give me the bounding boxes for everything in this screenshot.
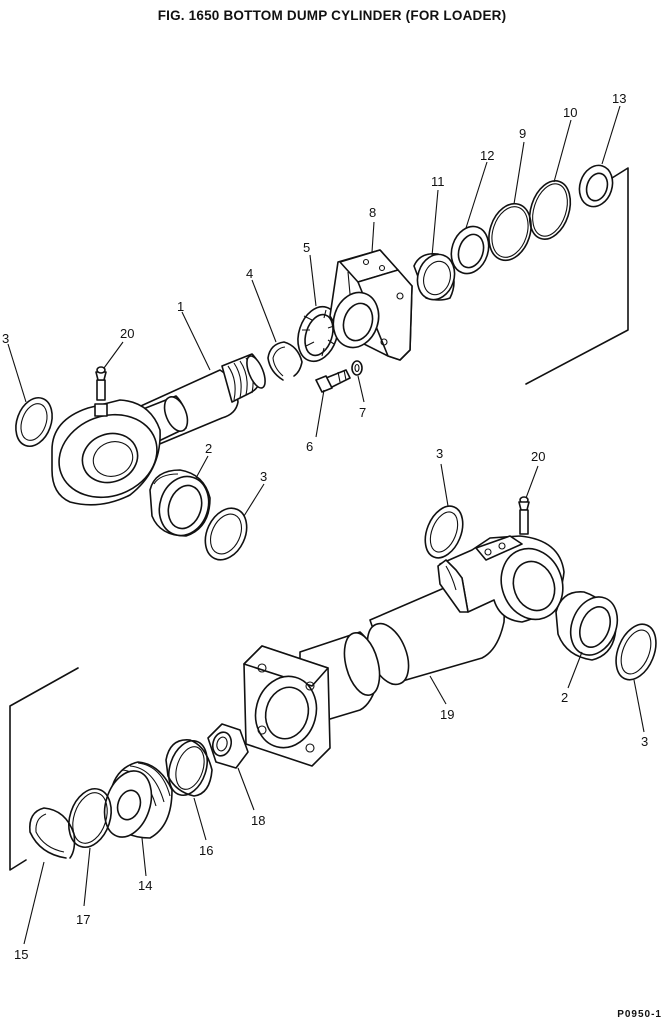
figure-title: FIG. 1650 BOTTOM DUMP CYLINDER (FOR LOAD… — [157, 8, 507, 23]
part-15-snap-ring[interactable] — [28, 807, 76, 859]
part-19-tube-flange-section[interactable] — [243, 629, 386, 767]
part-8-cylinder-head[interactable] — [326, 249, 413, 361]
part-20-grease-fitting-lower[interactable] — [518, 496, 530, 535]
callout-4: 4 — [246, 266, 253, 281]
part-4-snap-ring[interactable] — [267, 341, 303, 381]
part-16-wear-ring[interactable] — [162, 736, 214, 800]
callout-18: 18 — [251, 813, 265, 828]
callout-15: 15 — [14, 947, 28, 962]
callout-11: 11 — [431, 174, 445, 189]
assembly-bracket-upper — [525, 167, 629, 385]
callout-8: 8 — [369, 205, 376, 220]
callout-16: 16 — [199, 843, 213, 858]
part-3-ring-lower-top[interactable] — [418, 501, 470, 564]
part-12-rod-seal[interactable] — [445, 222, 494, 279]
part-10-backup-ring[interactable] — [523, 176, 578, 245]
part-19-cylinder-tube[interactable] — [359, 535, 572, 690]
part-1-piston-rod[interactable] — [47, 353, 269, 511]
part-6-bolt[interactable] — [315, 369, 351, 393]
part-5-bearing[interactable] — [291, 301, 344, 366]
part-11-sleeve[interactable] — [412, 250, 460, 305]
part-14-piston[interactable] — [97, 761, 173, 843]
part-20-grease-fitting-upper[interactable] — [95, 366, 107, 401]
callout-3-lower-right: 3 — [641, 734, 648, 749]
callout-3-upper-left: 3 — [2, 331, 9, 346]
part-2-bushing-lower[interactable] — [555, 590, 626, 662]
callout-2-upper: 2 — [205, 441, 212, 456]
callout-17: 17 — [76, 912, 90, 927]
assembly-bracket-lower — [9, 667, 79, 871]
callout-9: 9 — [519, 126, 526, 141]
callout-14: 14 — [138, 878, 152, 893]
callout-20-lower: 20 — [531, 449, 545, 464]
callout-1: 1 — [177, 299, 184, 314]
callout-6: 6 — [306, 439, 313, 454]
callout-2-lower: 2 — [561, 690, 568, 705]
callout-13: 13 — [612, 91, 626, 106]
part-3-ring-upper-mid[interactable] — [197, 501, 254, 566]
part-17-piston-ring[interactable] — [62, 783, 119, 852]
callout-3-upper-mid: 3 — [260, 469, 267, 484]
part-7-washer[interactable] — [351, 360, 363, 376]
callout-20-upper: 20 — [120, 326, 134, 341]
callout-12: 12 — [480, 148, 494, 163]
leader-lines — [7, 105, 645, 945]
part-18-nut[interactable] — [207, 723, 249, 769]
callout-3-lower-top: 3 — [436, 446, 443, 461]
figure-code: P0950-1 — [617, 1009, 662, 1020]
callout-10: 10 — [563, 105, 577, 120]
part-3-ring-lower-right[interactable] — [608, 618, 663, 685]
part-13-dust-seal[interactable] — [574, 161, 617, 211]
callout-labels: 3 20 1 4 5 8 11 12 9 10 13 6 7 2 3 3 20 … — [2, 91, 648, 962]
callout-5: 5 — [303, 240, 310, 255]
part-9-o-ring[interactable] — [482, 198, 538, 266]
callout-19: 19 — [440, 707, 454, 722]
part-3-ring-upper-left[interactable] — [9, 393, 58, 452]
callout-7: 7 — [359, 405, 366, 420]
part-2-bushing-upper[interactable] — [149, 469, 216, 542]
